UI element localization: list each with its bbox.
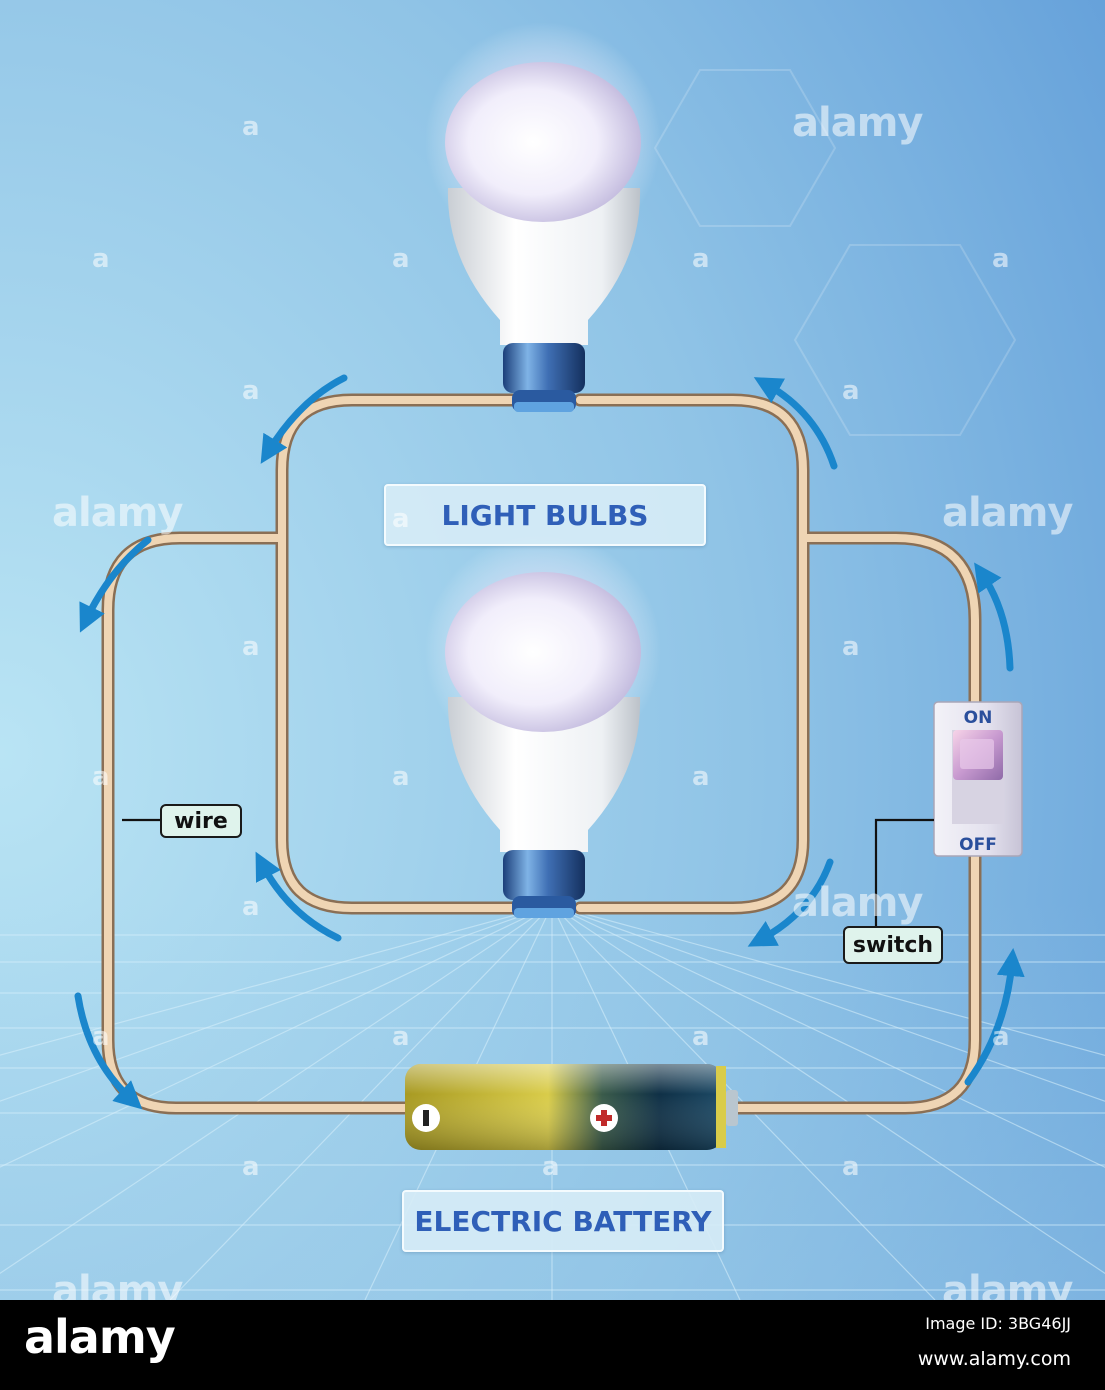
watermark-mark: a xyxy=(542,1152,560,1182)
watermark-mark: a xyxy=(392,244,410,274)
footer-image-id: Image ID: 3BG46JJ xyxy=(925,1314,1071,1333)
watermark-mark: a xyxy=(242,376,260,406)
watermark-brand: alamy xyxy=(792,880,923,926)
wire-tag: wire xyxy=(160,804,242,838)
watermark-mark: a xyxy=(992,244,1010,274)
watermark-brand: alamy xyxy=(942,490,1073,536)
light-bulbs-label: LIGHT BULBS xyxy=(384,484,706,546)
watermark-mark: a xyxy=(392,762,410,792)
watermark-mark: a xyxy=(692,244,710,274)
flow-arrow xyxy=(74,992,143,1110)
electric-battery-label-text: ELECTRIC BATTERY xyxy=(414,1204,712,1238)
watermark-brand: alamy xyxy=(52,490,183,536)
footer-url: www.alamy.com xyxy=(917,1348,1071,1370)
light-bulbs-label-text: LIGHT BULBS xyxy=(441,498,649,532)
circuit-diagram-scene: ON OFF xyxy=(0,0,1105,1300)
flow-arrow xyxy=(747,858,834,947)
watermark-mark: a xyxy=(392,1022,410,1052)
footer-brand-logo: alamy xyxy=(24,1310,176,1364)
wire-tag-text: wire xyxy=(174,808,228,834)
watermark-brand: alamy xyxy=(792,100,923,146)
flow-arrow xyxy=(964,948,1025,1086)
switch-leader-line xyxy=(874,818,934,926)
flow-arrow xyxy=(974,562,1014,672)
switch-on-text: ON xyxy=(964,708,993,728)
watermark-mark: a xyxy=(692,1022,710,1052)
watermark-mark: a xyxy=(92,762,110,792)
watermark-mark: a xyxy=(392,504,410,534)
current-flow-arrows xyxy=(74,374,1025,1110)
electric-battery-label: ELECTRIC BATTERY xyxy=(402,1190,724,1252)
flow-arrow xyxy=(79,536,152,633)
watermark-mark: a xyxy=(242,632,260,662)
watermark-mark: a xyxy=(242,112,260,142)
flow-arrow xyxy=(260,374,348,464)
watermark-mark: a xyxy=(842,376,860,406)
light-bulb-top xyxy=(425,22,661,412)
flow-arrow xyxy=(753,377,838,470)
light-bulb-bottom xyxy=(425,532,661,918)
switch-off-text: OFF xyxy=(959,835,997,855)
positive-terminal-icon xyxy=(590,1104,618,1132)
watermark-mark: a xyxy=(992,1022,1010,1052)
leader-lines xyxy=(122,818,934,926)
watermark-mark: a xyxy=(242,892,260,922)
watermark-mark: a xyxy=(92,1022,110,1052)
watermark-mark: a xyxy=(242,1152,260,1182)
watermark-mark: a xyxy=(842,1152,860,1182)
switch-tag: switch xyxy=(843,926,943,964)
negative-terminal-icon xyxy=(412,1104,440,1132)
watermark-mark: a xyxy=(692,762,710,792)
watermark-mark: a xyxy=(842,632,860,662)
watermark-mark: a xyxy=(92,244,110,274)
power-switch: ON OFF xyxy=(933,701,1023,857)
switch-tag-text: switch xyxy=(852,932,934,958)
flow-arrow xyxy=(255,851,342,942)
stock-footer-bar: alamy Image ID: 3BG46JJ www.alamy.com xyxy=(0,1300,1105,1390)
electric-battery xyxy=(405,1064,738,1150)
